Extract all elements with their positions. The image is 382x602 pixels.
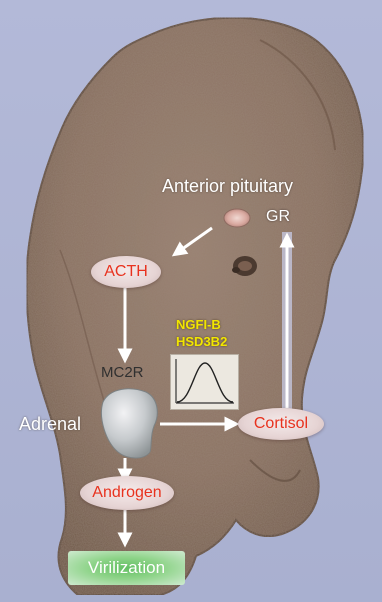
enzyme-hsd3b2-label: HSD3B2 (176, 333, 227, 350)
cortisol-label: Cortisol (254, 415, 308, 433)
embryo-silhouette (27, 18, 364, 595)
acth-label: ACTH (104, 263, 148, 281)
adrenal-label: Adrenal (19, 414, 81, 435)
cortisol-node: Cortisol (238, 408, 324, 440)
androgen-node: Androgen (80, 476, 174, 510)
acth-node: ACTH (91, 256, 161, 288)
mc2r-label: MC2R (101, 364, 144, 381)
enzyme-labels: NGFI-B HSD3B2 (176, 316, 227, 350)
enzyme-activity-inset (170, 354, 239, 410)
pituitary-gland (224, 209, 250, 227)
bell-curve-graphic (171, 355, 238, 409)
virilization-label: Virilization (88, 558, 165, 578)
virilization-box: Virilization (68, 551, 185, 585)
gr-label: GR (266, 208, 290, 226)
enzyme-ngfi-b-label: NGFI-B (176, 316, 227, 333)
anterior-pituitary-label: Anterior pituitary (162, 176, 293, 197)
androgen-label: Androgen (92, 484, 161, 502)
